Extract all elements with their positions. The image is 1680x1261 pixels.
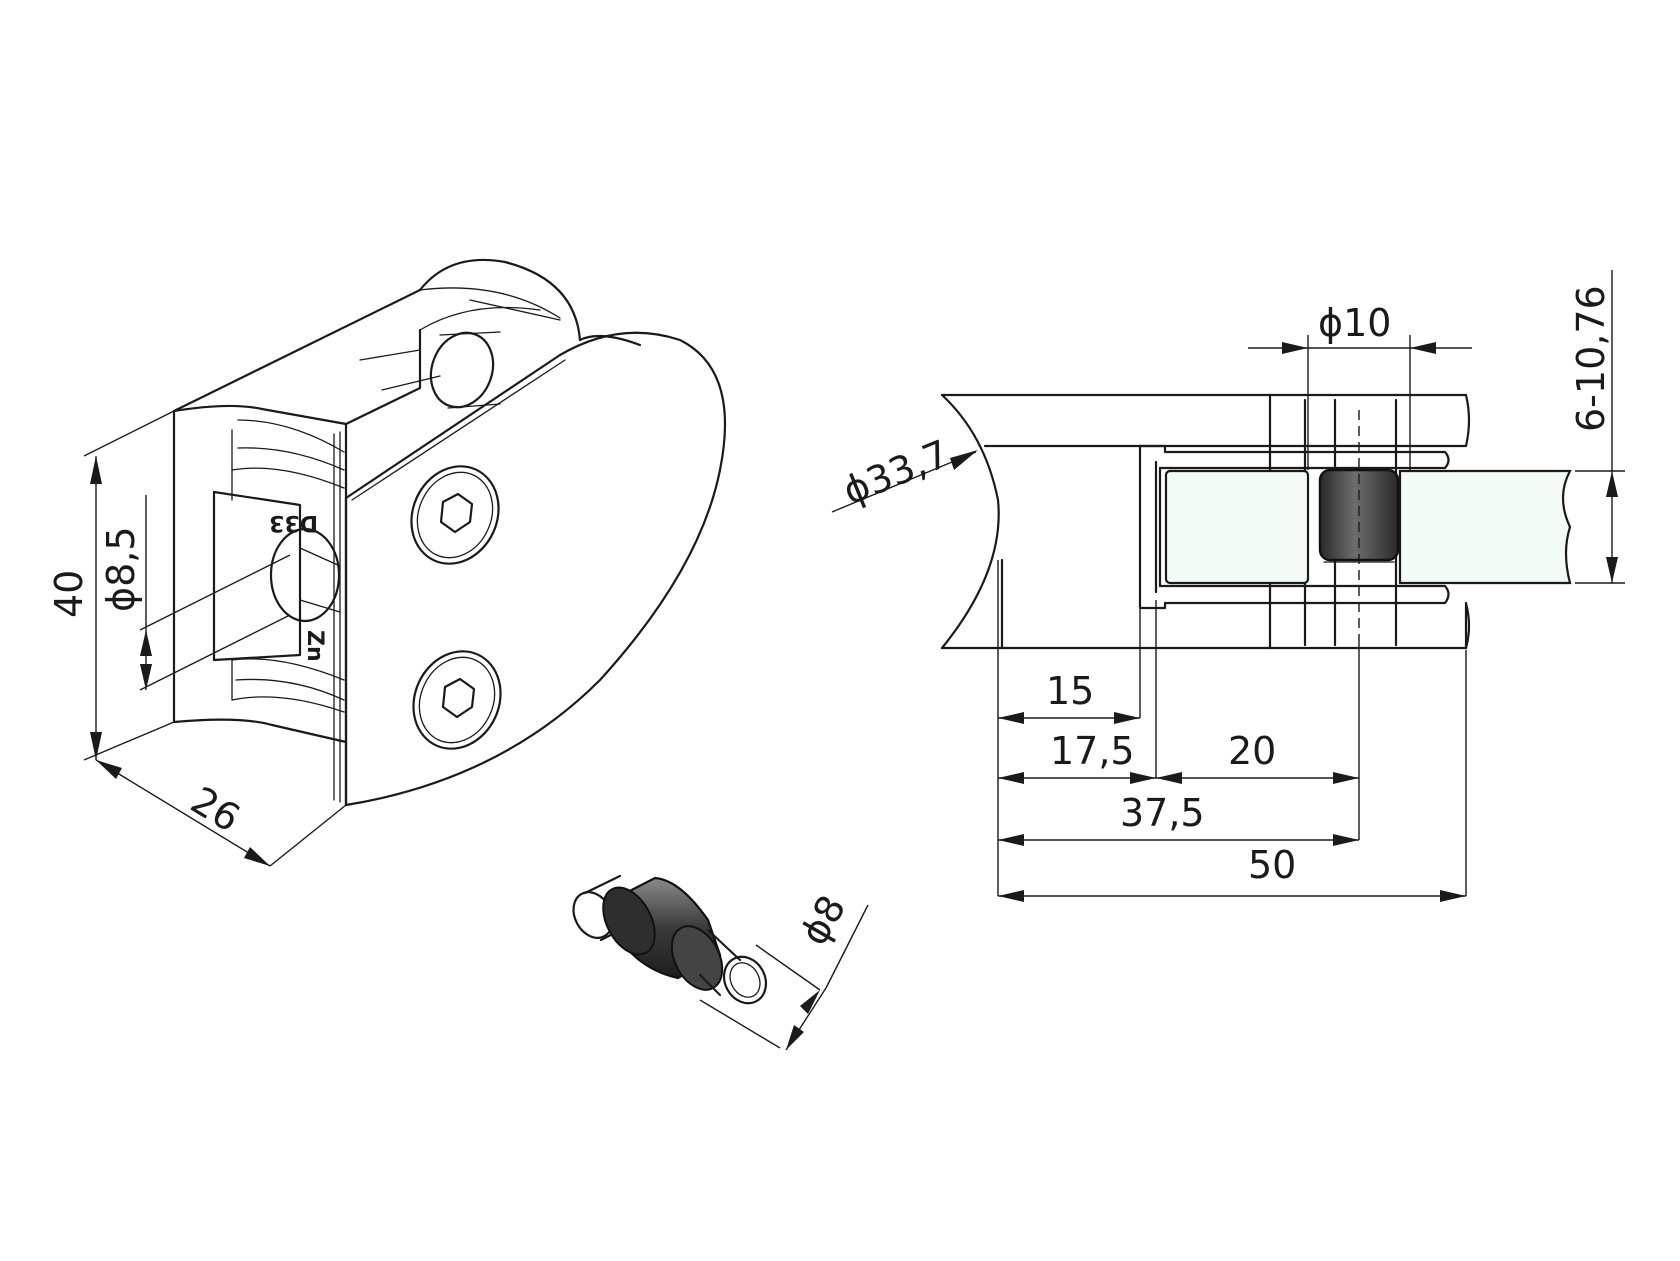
dim-15-label: 15 [1046,669,1094,713]
clamp-cover-plate [344,331,727,807]
dim-17-5-label: 17,5 [1050,729,1135,773]
tube-section [940,393,1468,650]
dim-hole-8-5: ϕ8,5 [99,495,291,691]
dim-26-label: 26 [183,778,247,841]
glass-pane-right [1398,469,1572,585]
dim-depth-26: 26 [95,759,347,867]
section-view: ϕ33,7 ϕ10 6-10,76 [831,270,1625,902]
dim-50: 50 [998,843,1466,902]
hex-screw-top [410,465,500,565]
dim-37-5-label: 37,5 [1120,791,1205,835]
dim-33-7-label: ϕ33,7 [837,431,955,513]
dim-20: 20 [1156,729,1359,784]
pin-view: ϕ8 [572,874,869,1051]
dim-17-5: 17,5 [998,729,1156,784]
dim-20-label: 20 [1228,729,1276,773]
dim-37-5: 37,5 [998,791,1359,846]
dim-glass-thickness: 6-10,76 [1569,270,1625,584]
dim-bore-10: ϕ10 [1248,301,1472,470]
dim-6-10-76-label: 6-10,76 [1569,285,1613,432]
clamp-front-plate [172,404,348,807]
dim-10-label: ϕ10 [1318,301,1391,345]
dim-50-label: 50 [1248,843,1296,887]
dim-40-label: 40 [47,570,91,618]
engraving-zn: Zn [302,630,327,662]
dim-8-5-label: ϕ8,5 [99,527,143,613]
hex-screw-bottom [412,650,502,750]
dim-height-40: 40 [47,410,175,761]
engraving-d33: D33 [269,510,318,535]
dim-8-label: ϕ8 [792,888,855,953]
upper-jaw [1138,393,1471,650]
clamp-body-top [172,258,642,426]
isometric-clamp-view: D33 Zn 40 ϕ8,5 26 [47,258,727,867]
dim-15: 15 [998,669,1140,724]
glass-pane-left [1164,469,1310,585]
dim-tube-33-7: ϕ33,7 [831,431,978,513]
